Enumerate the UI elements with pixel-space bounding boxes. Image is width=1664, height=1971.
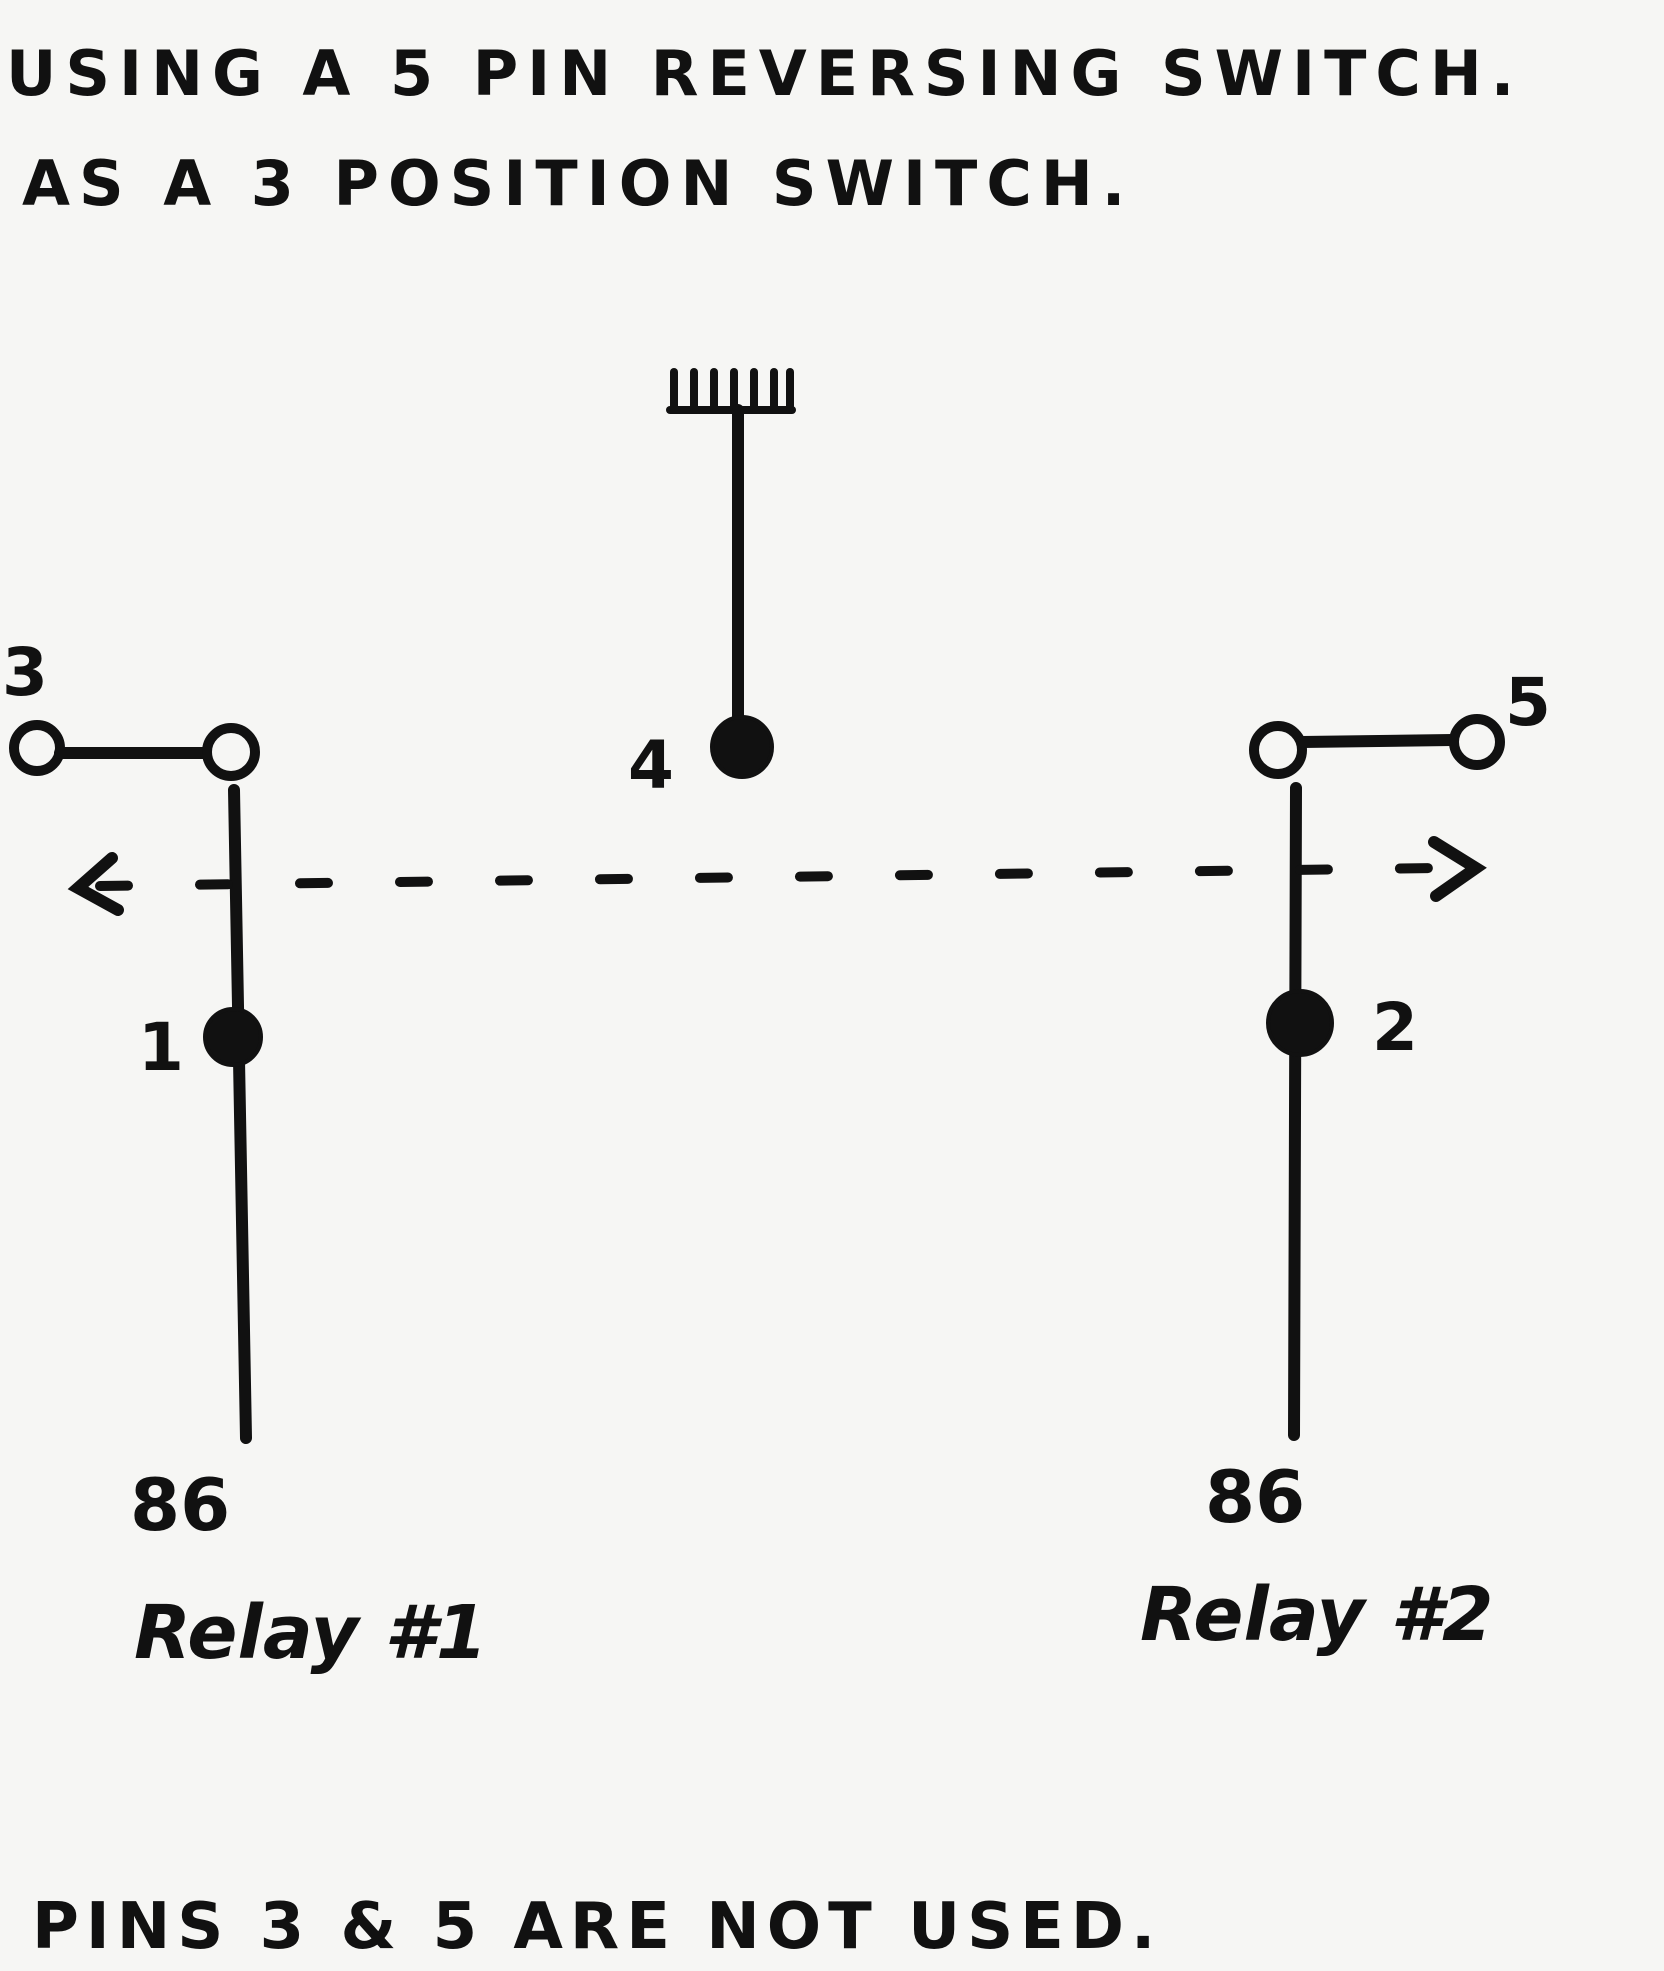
relay-2-terminal-label: 86 — [1205, 1455, 1305, 1539]
right-link-wire — [1296, 734, 1458, 748]
pin-3-label: 3 — [2, 634, 48, 711]
relay-1-terminal-label: 86 — [130, 1463, 230, 1547]
pin-4-label: 4 — [628, 727, 674, 804]
relay-1-name: Relay #1 — [134, 1590, 488, 1676]
pin-1-label: 1 — [138, 1009, 184, 1086]
pin-5-terminal — [1449, 714, 1505, 770]
ground-icon — [666, 368, 796, 414]
pin-1-terminal — [203, 1007, 263, 1067]
pin-2-terminal — [1266, 989, 1334, 1057]
relay-1-wire — [228, 784, 252, 1444]
pin-3-terminal — [9, 720, 65, 776]
title-line-1: USING A 5 PIN REVERSING SWITCH. — [6, 37, 1523, 110]
title-line-2: AS A 3 POSITION SWITCH. — [22, 147, 1134, 220]
right-upper-terminal — [1249, 721, 1307, 779]
pin-4-terminal — [710, 715, 774, 779]
switch-travel-arrow-icon — [67, 836, 1487, 916]
pin-5-label: 5 — [1505, 664, 1551, 741]
footer-note: PINS 3 & 5 ARE NOT USED. — [32, 1890, 1162, 1964]
relay-2-wire — [1288, 782, 1302, 1441]
pin-2-label: 2 — [1372, 989, 1418, 1066]
left-upper-terminal — [202, 723, 260, 781]
relay-2-name: Relay #2 — [1140, 1572, 1494, 1658]
